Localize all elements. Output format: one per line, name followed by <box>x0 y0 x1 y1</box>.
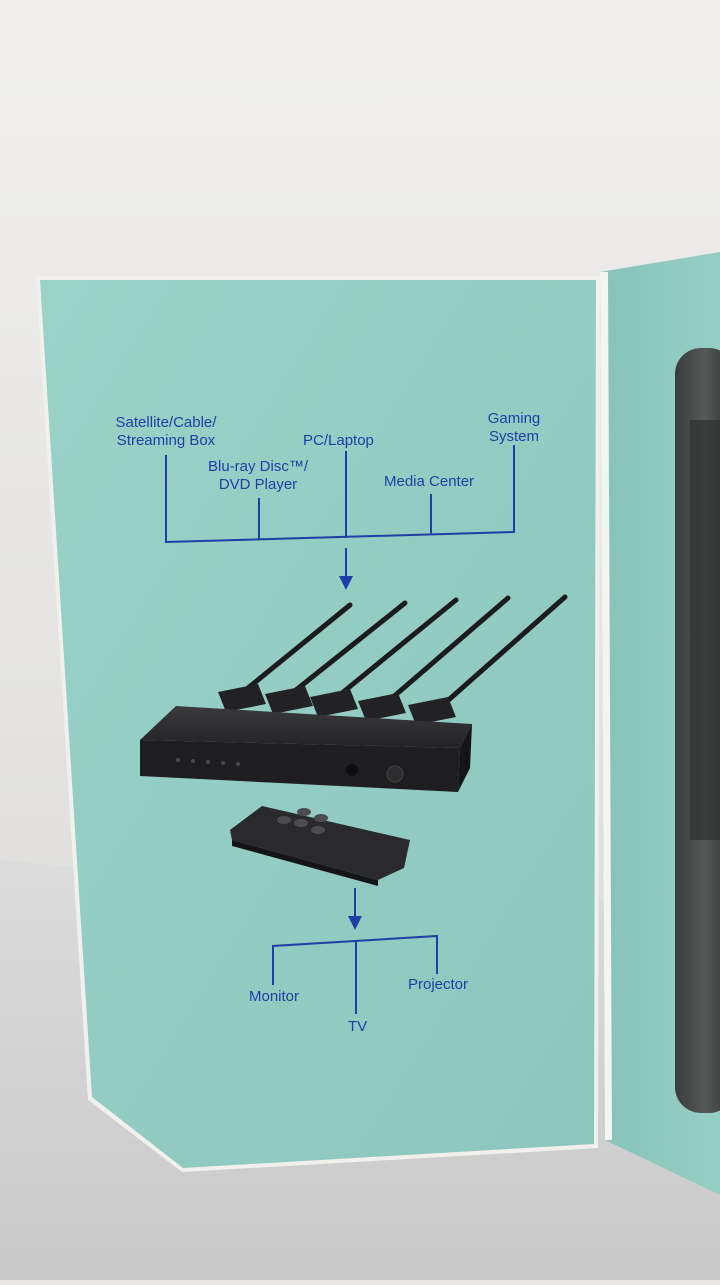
label-pc-laptop: PC/Laptop <box>303 432 374 449</box>
hdmi-plugs <box>218 684 456 725</box>
label-projector: Projector <box>408 976 469 993</box>
input-arrow-head <box>339 576 353 590</box>
label-bluray-line2: DVD Player <box>218 476 298 493</box>
label-gaming-line1: Gaming <box>487 410 541 427</box>
remote-control <box>230 806 410 886</box>
label-satellite-line2: Streaming Box <box>116 432 216 449</box>
label-satellite-line1: Satellite/Cable/ <box>115 414 217 431</box>
window-product-shadow <box>690 420 720 840</box>
label-bluray-line1: Blu-ray Disc™/ <box>207 458 308 475</box>
output-connector-lines <box>272 888 438 1014</box>
hdmi-cables <box>245 594 568 707</box>
box-spine-edge <box>600 272 612 1140</box>
label-satellite: Satellite/Cable/ Streaming Box <box>100 414 232 450</box>
label-gaming-line2: System <box>488 428 539 445</box>
hdmi-switch-device <box>140 706 472 792</box>
label-bluray: Blu-ray Disc™/ DVD Player <box>198 458 318 494</box>
input-connector-lines <box>165 445 515 578</box>
label-media-center: Media Center <box>384 473 475 490</box>
label-monitor: Monitor <box>249 988 300 1005</box>
label-gaming: Gaming System <box>480 410 548 446</box>
output-arrow-head <box>348 916 362 930</box>
label-tv: TV <box>348 1018 368 1035</box>
